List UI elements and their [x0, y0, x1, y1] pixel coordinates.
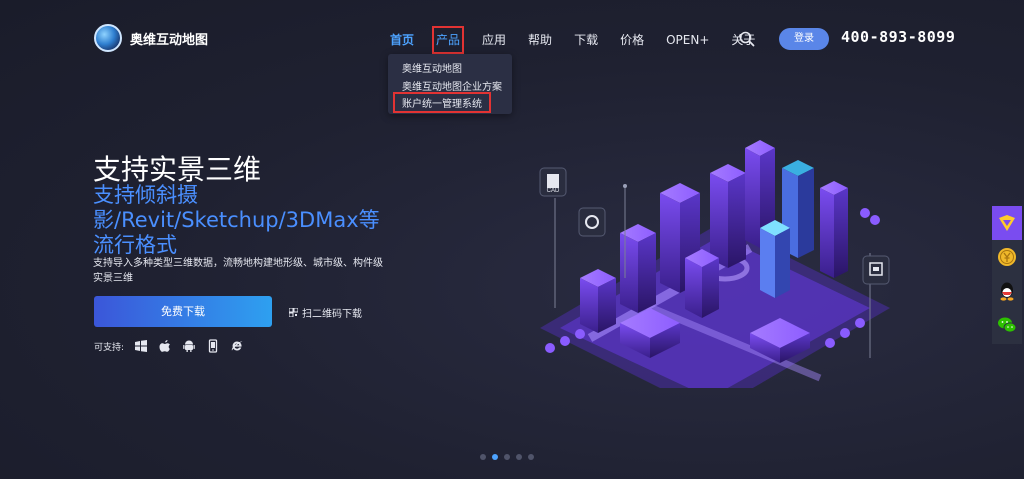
- qq-icon: [1000, 282, 1014, 301]
- nav-item-products[interactable]: 产品: [432, 26, 465, 54]
- login-button[interactable]: 登录: [779, 28, 829, 50]
- dropdown-item-enterprise[interactable]: 奥维互动地图企业方案: [402, 82, 502, 93]
- brand-name: 奥维互动地图: [130, 32, 209, 48]
- apple-icon[interactable]: [158, 339, 172, 353]
- android-icon[interactable]: [182, 339, 196, 353]
- nav-item-about[interactable]: 关于: [731, 33, 756, 47]
- side-vip-button[interactable]: [992, 206, 1022, 240]
- phone-number: 400-893-8099: [841, 28, 956, 46]
- platforms-label: 可支持:: [94, 342, 125, 353]
- dropdown-item-map[interactable]: 奥维互动地图: [402, 64, 462, 75]
- nav-item-home[interactable]: 首页: [390, 33, 415, 47]
- coin-icon: [998, 248, 1016, 266]
- hero-subtitle: 支持倾斜摄影/Revit/Sketchup/3DMax等流行格式: [93, 183, 380, 257]
- mobile-icon[interactable]: [206, 339, 220, 353]
- nav-item-apps[interactable]: 应用: [482, 33, 507, 47]
- globe-logo-icon: [94, 24, 122, 52]
- side-wechat-button[interactable]: [992, 308, 1022, 342]
- hero-description: 支持导入多种类型三维数据，流畅地构建地形级、城市级、构件级实景三维: [93, 258, 383, 284]
- hero-title: 支持实景三维: [93, 153, 262, 186]
- carousel-dot-active[interactable]: [492, 454, 498, 460]
- side-coin-button[interactable]: [992, 240, 1022, 274]
- carousel-dot[interactable]: [480, 454, 486, 460]
- nav-item-help[interactable]: 帮助: [528, 33, 553, 47]
- search-icon[interactable]: [739, 31, 755, 47]
- nav-item-download[interactable]: 下载: [574, 33, 599, 47]
- cad-badge-label: CAD: [547, 188, 560, 194]
- model-badge: [862, 255, 890, 285]
- carousel-dot[interactable]: [516, 454, 522, 460]
- side-qq-button[interactable]: [992, 274, 1022, 308]
- products-dropdown: 奥维互动地图 奥维互动地图企业方案 账户统一管理系统: [388, 54, 512, 114]
- qr-download-link[interactable]: 扫二维码下载: [289, 305, 362, 320]
- free-download-button[interactable]: 免费下载: [94, 296, 272, 327]
- side-toolbar: [992, 206, 1022, 344]
- wechat-icon: [998, 317, 1017, 333]
- revit-badge: [578, 207, 606, 237]
- logo[interactable]: 奥维互动地图: [94, 24, 208, 52]
- vip-icon: [999, 215, 1015, 231]
- nav-item-open[interactable]: OPEN+: [666, 33, 710, 47]
- carousel-dots: [480, 454, 540, 460]
- qr-download-label: 扫二维码下载: [302, 309, 362, 320]
- platform-support: 可支持:: [94, 339, 244, 353]
- cad-badge: CAD: [539, 167, 567, 197]
- main-nav: 首页 产品 应用 帮助 下载 价格 OPEN+ 关于: [390, 26, 777, 54]
- carousel-dot[interactable]: [504, 454, 510, 460]
- dropdown-item-account-system[interactable]: 账户统一管理系统: [393, 92, 491, 113]
- qr-code-icon: [289, 308, 298, 317]
- windows-icon[interactable]: [134, 339, 148, 353]
- carousel-dot[interactable]: [528, 454, 534, 460]
- ie-icon[interactable]: [230, 339, 244, 353]
- city-illustration: CAD: [539, 140, 890, 388]
- nav-item-pricing[interactable]: 价格: [620, 33, 645, 47]
